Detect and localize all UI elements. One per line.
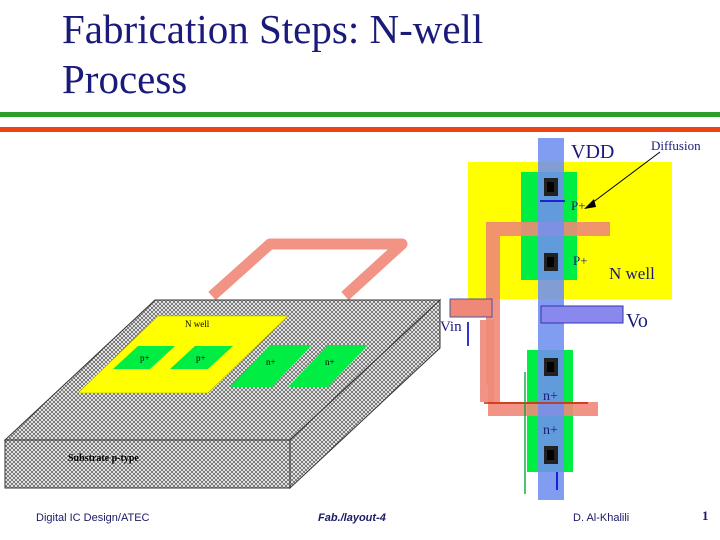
contact-p-bottom: [544, 253, 558, 271]
nwell-region: [77, 315, 289, 394]
footer-center: Fab./layout-4: [318, 512, 386, 524]
wafer-cross-section: N well p+ p+ n+ n+ Substrate p-type: [3, 238, 442, 490]
vin-label: Vin: [440, 319, 462, 335]
metal-vo: [540, 305, 624, 324]
diffusion-pointer: [587, 151, 661, 207]
page-number: 1: [702, 508, 709, 523]
title-rule-orange: [0, 127, 720, 132]
inverter-layout: VDD Diffusion P+ P+ N well Vin Vo n+ n+: [440, 138, 701, 500]
pplus-diffusion-2: [170, 346, 233, 369]
poly-input-stub: [480, 320, 494, 402]
pplus-diffusion-1: [113, 346, 175, 369]
footer-right: D. Al-Khalili: [573, 512, 630, 524]
poly-gate-loop: [208, 238, 408, 301]
contact-p-top: [544, 178, 558, 196]
nplus-diffusion-2: [288, 345, 368, 387]
vo-label: Vo: [626, 310, 648, 332]
nplus-label-2: n+: [325, 357, 335, 367]
metal-vin: [449, 298, 493, 318]
diffusion-pointer-head: [584, 199, 596, 209]
pplus-bottom-label: P+: [573, 253, 588, 268]
nwell-layout-label: N well: [609, 264, 655, 283]
pplus-label-1: p+: [140, 353, 150, 363]
pplus-top-label: P+: [571, 198, 586, 213]
substrate-label: Substrate p-type: [68, 453, 139, 464]
contact-n-bottom: [544, 446, 558, 464]
poly-gate-layout: [486, 222, 610, 416]
footer-left: Digital IC Design/ATEC: [36, 512, 150, 524]
title-rule-green: [0, 112, 720, 117]
nplus-diffusion-1: [230, 345, 312, 387]
vdd-label: VDD: [571, 141, 614, 163]
diffusion-label: Diffusion: [651, 138, 701, 153]
substrate-front-face: [4, 439, 291, 489]
contact-n-top: [544, 358, 558, 376]
substrate-side-face: [289, 298, 441, 490]
nplus-bottom-label: n+: [543, 423, 558, 438]
slide-title: Fabrication Steps: N-well Process: [62, 4, 682, 104]
title-line-1: Fabrication Steps: N-well: [62, 6, 484, 52]
nplus-label-1: n+: [266, 357, 276, 367]
nplus-top-label: n+: [543, 389, 558, 404]
title-line-2: Process: [62, 56, 188, 102]
pplus-label-2: p+: [196, 353, 206, 363]
nwell-label-3d: N well: [185, 319, 210, 329]
